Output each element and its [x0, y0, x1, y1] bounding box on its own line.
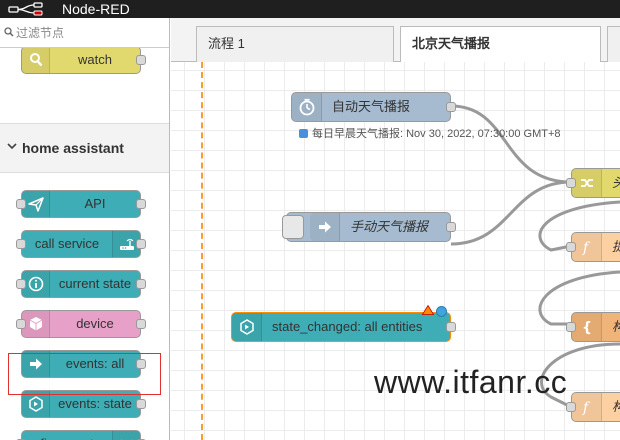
palette-node-events-all[interactable]: events: all — [21, 350, 146, 378]
palette-node-label: device — [76, 316, 114, 331]
category-label: home assistant — [22, 140, 124, 156]
magnifier-icon — [22, 48, 50, 73]
output-port[interactable] — [446, 102, 456, 112]
palette-category-home-assistant[interactable]: home assistant — [0, 123, 169, 173]
flow-node-inject-manual[interactable]: 手动天气播报 — [282, 212, 456, 242]
node-palette: watch home assistant API call service — [0, 18, 170, 440]
palette-node-label: watch — [78, 52, 112, 67]
input-port[interactable] — [566, 178, 576, 188]
flow-node-right-1[interactable]: 头 — [566, 168, 620, 198]
flow-node-label: 手动天气播报 — [350, 219, 429, 234]
flow-node-label: 自动天气播报 — [332, 99, 411, 114]
output-port[interactable] — [446, 222, 456, 232]
chevron-down-icon — [7, 143, 17, 150]
hexagon-arrow-icon — [232, 313, 262, 341]
app-header: Node-RED — [0, 0, 620, 18]
output-port[interactable] — [446, 322, 456, 332]
svg-text:f: f — [582, 240, 591, 255]
palette-node-call-service[interactable]: call service — [16, 230, 146, 258]
function-icon: f — [572, 393, 602, 421]
brace-icon: { — [572, 313, 602, 341]
input-port[interactable] — [16, 279, 26, 289]
input-port[interactable] — [566, 242, 576, 252]
palette-search-input[interactable] — [16, 23, 162, 43]
palette-node-watch[interactable]: watch — [21, 48, 146, 74]
palette-node-label: current state — [58, 276, 132, 291]
workspace: 流程 1 北京天气播报 自动天气播报 每日早晨天气播报: Nov 30, 202… — [171, 18, 620, 440]
input-port[interactable] — [566, 402, 576, 412]
flow-node-inject-auto[interactable]: 自动天气播报 — [291, 92, 456, 122]
palette-node-label: events: state — [58, 396, 132, 411]
palette-node-label: API — [84, 196, 106, 211]
palette-node-api[interactable]: API — [16, 190, 146, 218]
flow-node-events-state[interactable]: state_changed: all entities — [231, 305, 456, 342]
tab-beijing-weather[interactable]: 北京天气播报 — [400, 26, 601, 63]
flow-node-label: 头 — [602, 169, 620, 197]
svg-text:{: { — [582, 320, 592, 335]
flow-node-right-3[interactable]: { 构 — [566, 312, 620, 342]
changed-indicator-dot — [436, 306, 447, 317]
broadcast-icon — [112, 431, 140, 440]
output-port[interactable] — [136, 319, 146, 329]
output-port[interactable] — [136, 55, 146, 65]
flow-node-right-4[interactable]: f 构 — [566, 392, 620, 422]
palette-node-label: events: all — [65, 356, 125, 371]
paper-plane-icon — [22, 191, 50, 217]
flow-group-border — [201, 62, 203, 440]
flow-node-label: 构 — [602, 393, 620, 421]
router-icon — [112, 231, 140, 257]
output-port[interactable] — [136, 279, 146, 289]
palette-node-label: call service — [34, 236, 100, 251]
output-port[interactable] — [136, 239, 146, 249]
flow-node-right-2[interactable]: f 提 — [566, 232, 620, 262]
node-status: 每日早晨天气播报: Nov 30, 2022, 07:30:00 GMT+8 — [299, 125, 561, 141]
highlight-box — [8, 353, 161, 395]
output-port[interactable] — [136, 399, 146, 409]
arrow-right-icon — [22, 351, 50, 377]
shuffle-icon — [572, 169, 602, 197]
palette-node-device[interactable]: device — [16, 310, 146, 338]
status-dot — [299, 129, 308, 138]
svg-text:f: f — [582, 400, 591, 415]
input-port[interactable] — [16, 199, 26, 209]
palette-node-label: fire event — [22, 431, 112, 440]
output-port[interactable] — [136, 359, 146, 369]
flow-canvas[interactable]: 自动天气播报 每日早晨天气播报: Nov 30, 2022, 07:30:00 … — [171, 62, 620, 440]
cube-icon — [22, 311, 50, 337]
flow-node-label: state_changed: all entities — [272, 319, 423, 334]
input-port[interactable] — [16, 239, 26, 249]
hexagon-arrow-icon — [22, 391, 50, 417]
tab-more[interactable] — [607, 26, 620, 62]
palette-search — [0, 18, 169, 48]
output-port[interactable] — [136, 199, 146, 209]
search-icon — [4, 27, 14, 37]
flow-node-label: 提 — [602, 233, 620, 261]
watermark-text: www.itfanr.cc — [374, 364, 568, 400]
warning-triangle-icon — [422, 305, 434, 315]
function-icon: f — [572, 233, 602, 261]
app-title: Node-RED — [62, 1, 130, 17]
status-text: 每日早晨天气播报: Nov 30, 2022, 07:30:00 GMT+8 — [312, 128, 561, 140]
inject-trigger-button[interactable] — [282, 215, 304, 239]
node-red-logo-icon — [8, 2, 43, 16]
input-port[interactable] — [566, 322, 576, 332]
palette-node-current-state[interactable]: current state — [16, 270, 146, 298]
info-icon — [22, 271, 50, 297]
tab-flow-1[interactable]: 流程 1 — [196, 26, 394, 62]
tabs-bar: 流程 1 北京天气播报 — [171, 18, 620, 63]
palette-node-fire-event[interactable]: fire event — [16, 430, 146, 440]
arrow-right-icon — [310, 213, 340, 241]
flow-node-label: 构 — [602, 313, 620, 341]
app-logo: Node-RED — [8, 0, 130, 18]
flow-wires — [450, 104, 620, 409]
palette-list: watch home assistant API call service — [0, 48, 169, 440]
timer-icon — [292, 93, 322, 121]
input-port[interactable] — [16, 319, 26, 329]
